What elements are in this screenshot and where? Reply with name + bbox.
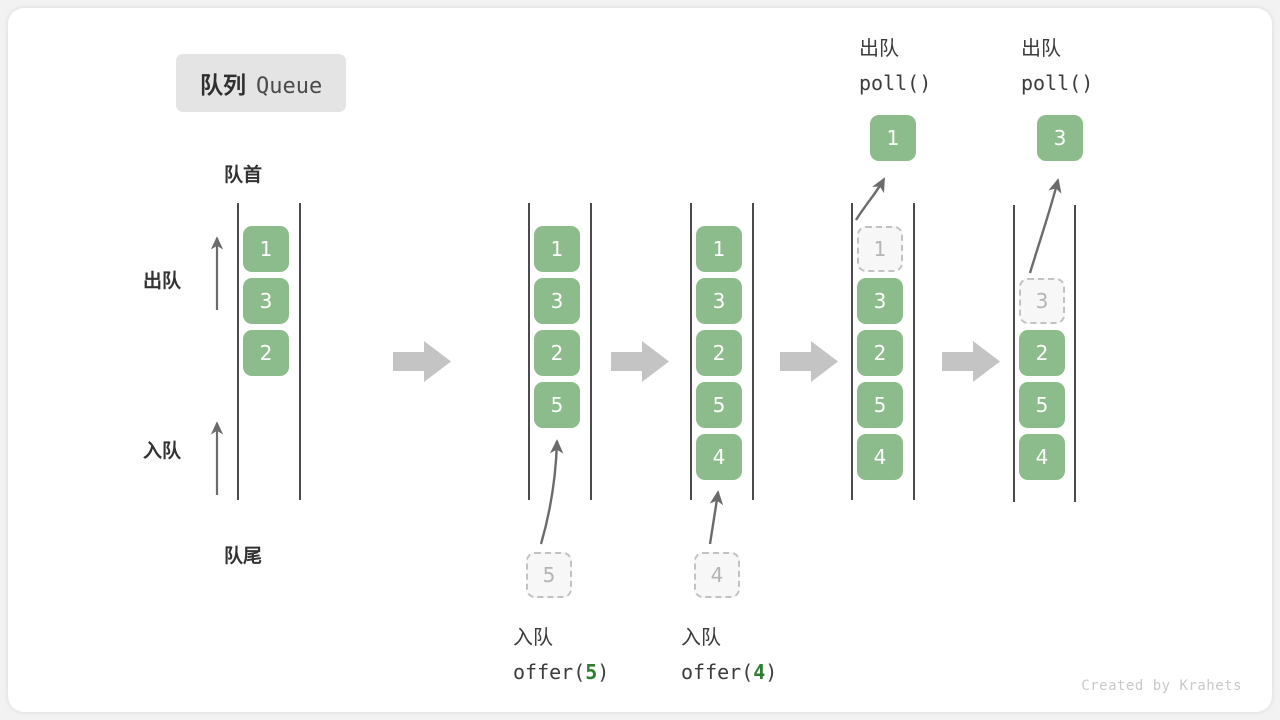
column3-rail-left xyxy=(690,203,692,500)
column1-cell-0: 1 xyxy=(243,226,289,272)
column5-operation-label: 出队 poll() xyxy=(1021,32,1093,100)
queue-tail-label: 队尾 xyxy=(223,546,262,567)
column3-cell-0: 1 xyxy=(696,226,742,272)
queue-head-label: 队首 xyxy=(223,165,262,186)
column3-rail-right xyxy=(752,203,754,500)
column2-op-fn-close: ) xyxy=(597,660,610,684)
column5-popped-value: 3 xyxy=(1037,115,1083,161)
column3-op-arg: 4 xyxy=(753,660,766,684)
column3-op-fn-open: offer( xyxy=(681,660,754,684)
title-badge: 队列 Queue xyxy=(176,54,347,112)
column4-cell-0-ghost: 1 xyxy=(857,226,903,272)
column5-rail-left xyxy=(1013,205,1015,502)
column2-cell-3: 5 xyxy=(534,382,580,428)
title-english: Queue xyxy=(256,74,323,99)
column2-op-signature: offer(5) xyxy=(513,655,609,689)
diagram-card: 队列 Queue 队首 队尾 出队 入队 1 3 2 1 3 2 5 5 入队 … xyxy=(8,8,1272,712)
column4-popped-value: 1 xyxy=(870,115,916,161)
column3-op-chinese: 入队 xyxy=(681,627,721,649)
column1-cell-2: 2 xyxy=(243,330,289,376)
column4-cell-1: 3 xyxy=(857,278,903,324)
column4-rail-right xyxy=(913,203,915,500)
column4-op-chinese: 出队 xyxy=(859,38,899,60)
column4-operation-label: 出队 poll() xyxy=(859,32,931,100)
column5-pop-arrow xyxy=(1028,178,1062,274)
column3-op-fn-close: ) xyxy=(765,660,778,684)
column2-cell-1: 3 xyxy=(534,278,580,324)
transition-arrow-1 xyxy=(393,341,451,382)
column2-insert-arrow xyxy=(539,439,564,545)
column2-rail-right xyxy=(590,203,592,500)
column3-cell-1: 3 xyxy=(696,278,742,324)
credit-text: Created by Krahets xyxy=(1081,678,1242,694)
column4-cell-4: 4 xyxy=(857,434,903,480)
arrows-overlay xyxy=(210,177,1062,545)
transition-arrow-3 xyxy=(780,341,838,382)
column2-op-chinese: 入队 xyxy=(513,627,553,649)
column5-rail-right xyxy=(1074,205,1076,502)
column2-cell-2: 2 xyxy=(534,330,580,376)
column4-cell-2: 2 xyxy=(857,330,903,376)
column3-cell-2: 2 xyxy=(696,330,742,376)
column2-op-fn-open: offer( xyxy=(513,660,586,684)
column5-cell-1-ghost: 3 xyxy=(1019,278,1065,324)
enqueue-direction-label: 入队 xyxy=(143,441,182,462)
column5-op-signature: poll() xyxy=(1021,71,1094,95)
column4-op-signature: poll() xyxy=(859,71,932,95)
column2-operation-label: 入队 offer(5) xyxy=(513,621,609,689)
column5-op-chinese: 出队 xyxy=(1021,38,1061,60)
title-chinese: 队列 xyxy=(200,72,246,98)
column1-cell-1: 3 xyxy=(243,278,289,324)
column3-incoming-ghost: 4 xyxy=(694,552,740,598)
column2-op-arg: 5 xyxy=(585,660,598,684)
transition-arrow-2 xyxy=(611,341,669,382)
column2-incoming-ghost: 5 xyxy=(526,552,572,598)
column5-cell-4: 4 xyxy=(1019,434,1065,480)
column4-rail-left xyxy=(851,203,853,500)
column2-rail-left xyxy=(528,203,530,500)
column3-cell-4: 4 xyxy=(696,434,742,480)
transition-arrow-4 xyxy=(942,341,1000,382)
column4-cell-3: 5 xyxy=(857,382,903,428)
column4-pop-arrow xyxy=(854,177,886,221)
column1-rail-right xyxy=(299,203,301,500)
column1-rail-left xyxy=(237,203,239,500)
column5-cell-3: 5 xyxy=(1019,382,1065,428)
column5-cell-2: 2 xyxy=(1019,330,1065,376)
column3-op-signature: offer(4) xyxy=(681,655,777,689)
dequeue-direction-label: 出队 xyxy=(143,271,182,292)
column3-cell-3: 5 xyxy=(696,382,742,428)
column2-cell-0: 1 xyxy=(534,226,580,272)
column3-operation-label: 入队 offer(4) xyxy=(681,621,777,689)
column3-insert-arrow xyxy=(708,490,724,545)
